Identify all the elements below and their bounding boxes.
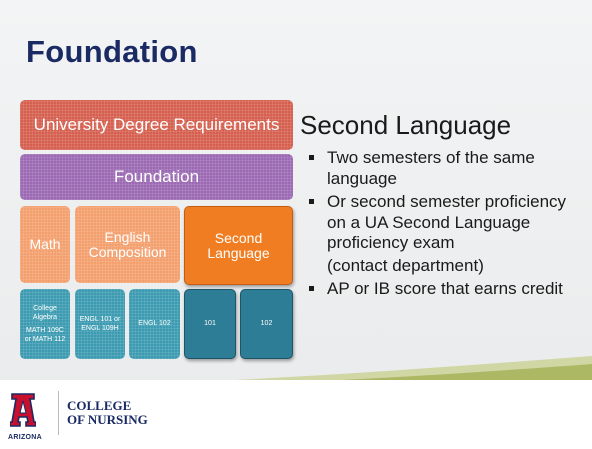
bullet-square-icon bbox=[309, 155, 314, 160]
footer bbox=[0, 380, 592, 449]
list-item: Or second semester proficiency on a UA S… bbox=[306, 192, 586, 254]
requirements-list: Two semesters of the same language Or se… bbox=[306, 148, 586, 300]
math-label: Math bbox=[29, 236, 61, 253]
list-item: Two semesters of the same language bbox=[306, 148, 586, 189]
language-101-block: 101 bbox=[184, 289, 236, 359]
bullet-continuation: (contact department) bbox=[327, 255, 484, 275]
university-degree-label: University Degree Requirements bbox=[33, 115, 280, 135]
university-degree-block: University Degree Requirements bbox=[20, 100, 293, 150]
college-of-nursing-wordmark: COLLEGE OF NURSING bbox=[67, 399, 148, 426]
bullet-text: AP or IB score that earns credit bbox=[327, 279, 563, 298]
foundation-label: Foundation bbox=[113, 167, 200, 187]
math-course-block: College Algebra MATH 109C or MATH 112 bbox=[20, 289, 70, 359]
bullet-text: Two semesters of the same language bbox=[327, 148, 535, 188]
college-line-1: COLLEGE bbox=[67, 398, 132, 413]
slide-title: Foundation bbox=[26, 34, 198, 69]
second-language-heading: Second Language bbox=[300, 110, 512, 140]
bullet-text: Or second semester proficiency on a UA S… bbox=[327, 192, 567, 252]
college-algebra-label: College Algebra bbox=[32, 305, 58, 321]
engl-101-block: ENGL 101 or ENGL 109H bbox=[75, 289, 125, 359]
language-101-label: 101 bbox=[204, 320, 216, 328]
arizona-wordmark: ARIZONA bbox=[8, 434, 42, 441]
language-102-block: 102 bbox=[240, 289, 293, 359]
list-item: AP or IB score that earns credit bbox=[306, 279, 586, 300]
math-109c-label: MATH 109C or MATH 112 bbox=[24, 327, 66, 343]
math-block: Math bbox=[20, 206, 70, 283]
arizona-a-logo-icon bbox=[10, 393, 36, 429]
second-language-block: Second Language bbox=[184, 206, 293, 285]
language-102-label: 102 bbox=[260, 320, 273, 328]
english-composition-block: English Composition bbox=[75, 206, 180, 283]
college-line-2: OF NURSING bbox=[67, 411, 148, 427]
engl-101-label: ENGL 101 or ENGL 109H bbox=[79, 316, 121, 332]
footer-divider bbox=[58, 391, 59, 435]
engl-102-label: ENGL 102 bbox=[138, 320, 171, 328]
english-composition-label: English Composition bbox=[88, 228, 167, 260]
bullet-square-icon bbox=[309, 199, 314, 204]
bullet-square-icon bbox=[309, 286, 314, 291]
engl-102-block: ENGL 102 bbox=[129, 289, 180, 359]
foundation-block: Foundation bbox=[20, 154, 293, 200]
second-language-label: Second Language bbox=[207, 229, 270, 261]
